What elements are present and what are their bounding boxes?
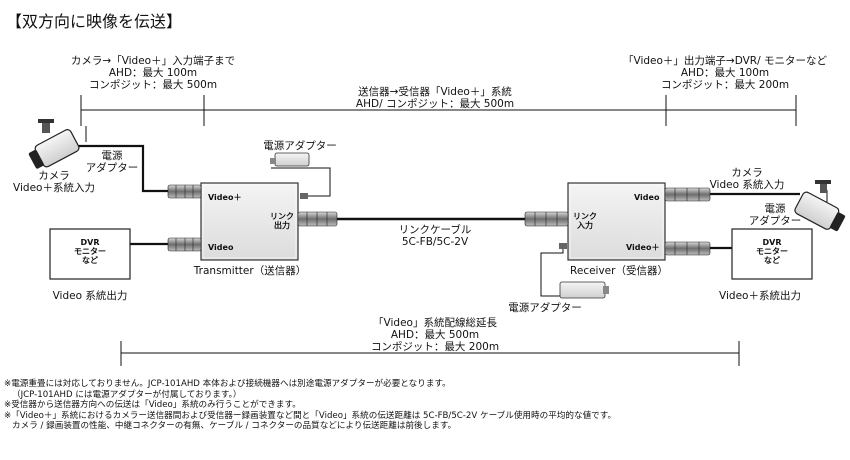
receiver-port-bottom: Video＋ [626, 243, 660, 252]
transmitter-link-line1: リンク [270, 212, 294, 221]
transmitter-link-label: リンク 出力 [268, 212, 296, 230]
left-dvr-line3: など [82, 256, 98, 265]
footnote-4: ※「Video＋」系統におけるカメラー送信器間および受信器ー録画装置など間と「V… [4, 410, 617, 421]
receiver-device [567, 182, 666, 261]
link-cable-line2: 5C-FB/5C-2V [401, 236, 469, 248]
receiver-port-top: Video [634, 193, 660, 202]
right-camera-line2: Video 系統入力 [709, 179, 785, 191]
right-dvr-caption: Video＋系統出力 [719, 290, 801, 302]
bottom-range-line2: AHD：最大 500m [390, 329, 480, 341]
receiver-link-label: リンク 入力 [571, 212, 599, 230]
left-camera-line2: Video＋系統入力 [13, 182, 95, 194]
receiver-adapter-label: 電源アダプター [508, 302, 582, 314]
bottom-range-line3: コンポジット：最大 200m [370, 341, 500, 353]
right-camera-icon [794, 180, 846, 232]
left-range-line3: コンポジット：最大 500m [88, 79, 218, 91]
left-range-line1: カメラ→「Video＋」入力端子まで [70, 55, 236, 67]
left-dvr-line2: モニター [74, 247, 106, 256]
bnc-connectors [167, 184, 711, 256]
footnote-3: ※受信器から送信器方向への伝送は「Video」系統のみ行うことができます。 [4, 400, 301, 411]
left-camera-adapter-line2: アダプター [85, 162, 139, 174]
right-dvr-label: DVR モニター など [732, 238, 812, 265]
page-title: 【双方向に映像を伝送】 [6, 12, 183, 31]
receiver-caption: Receiver（受信器） [570, 265, 668, 277]
left-dvr-line1: DVR [80, 238, 100, 247]
footnotes: ※電源重畳には対応しておりません。JCP-101AHD 本体および接続機器へは別… [4, 379, 616, 432]
center-range-label: 送信器→受信器「Video＋」系統 AHD/ コンポジット：最大 500m [330, 86, 540, 110]
right-camera-label: カメラ Video 系統入力 [692, 167, 802, 191]
bottom-range-label: 「Video」系統配線総延長 AHD：最大 500m コンポジット：最大 200… [330, 317, 540, 353]
left-dvr-caption: Video 系統出力 [52, 290, 128, 302]
right-range-line1: 「Video＋」出力端子→DVR/ モニターなど [623, 55, 827, 67]
right-camera-adapter-line2: アダプター [748, 215, 802, 227]
cables [76, 126, 828, 297]
left-camera-line1: カメラ [38, 170, 70, 182]
bottom-range-line1: 「Video」系統配線総延長 [373, 317, 497, 329]
right-range-line2: AHD：最大 100m [680, 67, 770, 79]
link-cable-line1: リンクケーブル [398, 224, 472, 236]
left-range-label: カメラ→「Video＋」入力端子まで AHD：最大 100m コンポジット：最大… [58, 55, 248, 91]
right-dvr-line3: など [764, 256, 780, 265]
receiver-link-line2: 入力 [577, 221, 593, 230]
transmitter-link-line2: 出力 [274, 221, 290, 230]
transmitter-power-adapter-icon [270, 152, 310, 199]
right-range-label: 「Video＋」出力端子→DVR/ モニターなど AHD：最大 100m コンポ… [612, 55, 838, 91]
left-range-line2: AHD：最大 100m [108, 67, 198, 79]
receiver-link-line1: リンク [573, 212, 597, 221]
center-range-line2: AHD/ コンポジット：最大 500m [355, 98, 515, 110]
center-range-line1: 送信器→受信器「Video＋」系統 [358, 86, 512, 98]
link-cable-label: リンクケーブル 5C-FB/5C-2V [380, 224, 490, 248]
right-dvr-line1: DVR [762, 238, 782, 247]
transmitter-adapter-label: 電源アダプター [263, 140, 337, 152]
transmitter-port-bottom: Video [208, 243, 234, 252]
right-camera-adapter-line1: 電源 [764, 203, 786, 215]
left-dvr-label: DVR モニター など [50, 238, 130, 265]
footnote-5: カメラ / 録画装置の性能、中継コネクターの有無、ケーブル / コネクターの品質… [12, 421, 457, 432]
transmitter-device [200, 182, 299, 261]
right-camera-line1: カメラ [731, 167, 763, 179]
right-camera-adapter-label: 電源 アダプター [745, 203, 805, 227]
footnote-1: ※電源重畳には対応しておりません。JCP-101AHD 本体および接続機器へは別… [4, 379, 451, 389]
footnote-2: （JCP-101AHD には電源アダプターが付属しております。） [12, 389, 242, 400]
left-camera-label: カメラ Video＋系統入力 [4, 170, 104, 194]
left-dvr-box [49, 228, 131, 280]
receiver-power-adapter-icon [559, 243, 609, 299]
transmitter-caption: Transmitter（送信器） [193, 265, 307, 277]
range-lines [80, 95, 797, 366]
left-camera-adapter-line1: 電源 [101, 150, 123, 162]
right-dvr-box [731, 228, 813, 280]
right-dvr-line2: モニター [756, 247, 788, 256]
left-camera-adapter-label: 電源 アダプター [82, 150, 142, 174]
transmitter-port-top: Video＋ [208, 193, 242, 202]
left-camera-icon [28, 119, 80, 169]
right-range-line3: コンポジット：最大 200m [660, 79, 790, 91]
